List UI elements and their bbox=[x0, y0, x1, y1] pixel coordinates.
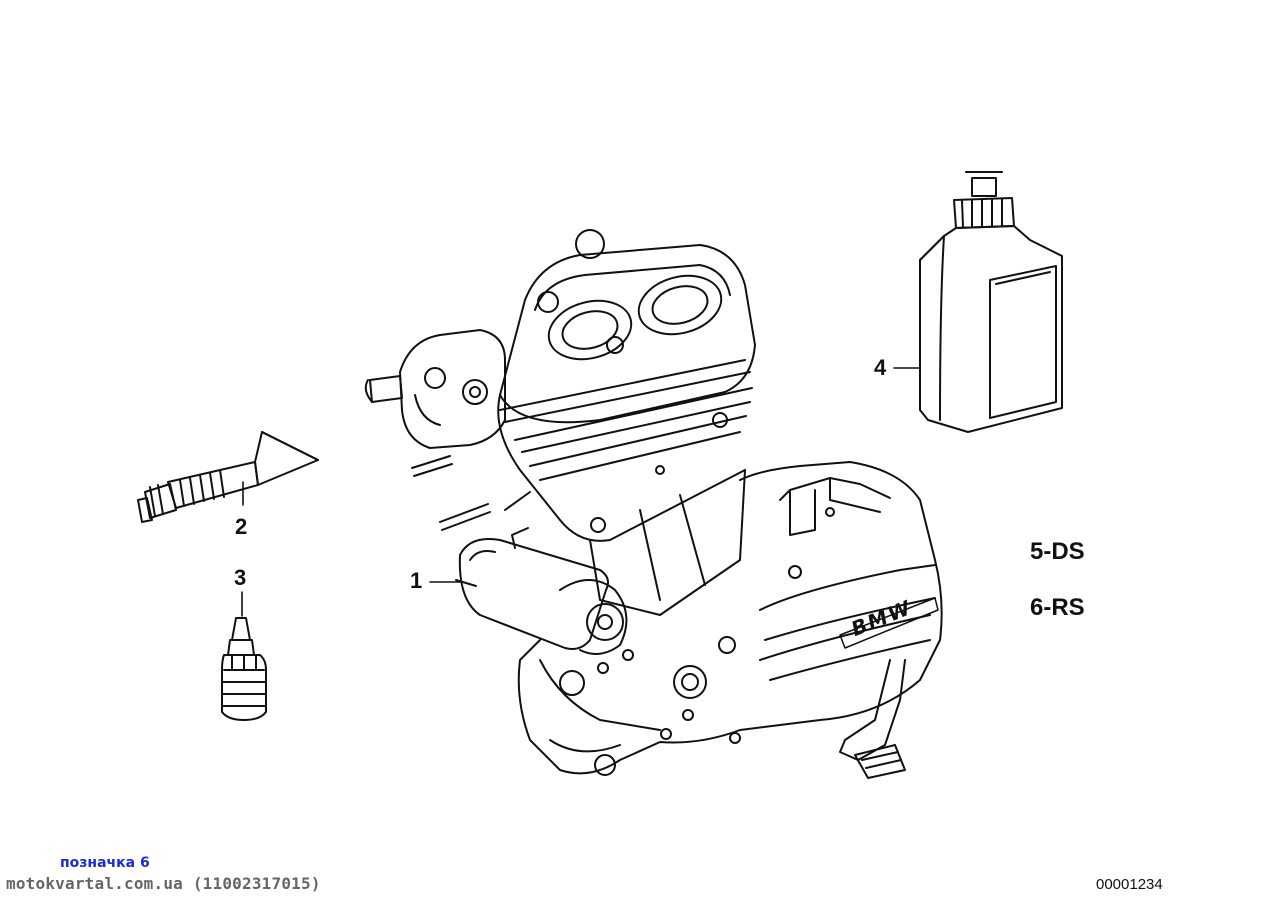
engine-logo bbox=[839, 597, 939, 649]
watermark-site: motokvartal.com.ua (11002317015) bbox=[6, 874, 321, 893]
leader-lines bbox=[241, 367, 921, 617]
watermark-note: позначка 6 bbox=[60, 855, 150, 871]
callout-adhesive-bottle: 3 bbox=[234, 565, 247, 590]
engine-drawing bbox=[364, 229, 943, 779]
variant-label-rs: 6-RS bbox=[1030, 594, 1085, 621]
callout-engine: 1 bbox=[410, 568, 423, 593]
callout-oil-bottle: 4 bbox=[874, 355, 887, 380]
doc-number: 00001234 bbox=[1096, 876, 1163, 893]
oil-bottle-drawing bbox=[919, 171, 1063, 433]
callout-grease-tube: 2 bbox=[235, 514, 248, 539]
adhesive-bottle-drawing bbox=[221, 617, 267, 721]
variant-label-ds: 5-DS bbox=[1030, 538, 1085, 565]
grease-tube-drawing bbox=[137, 431, 319, 523]
